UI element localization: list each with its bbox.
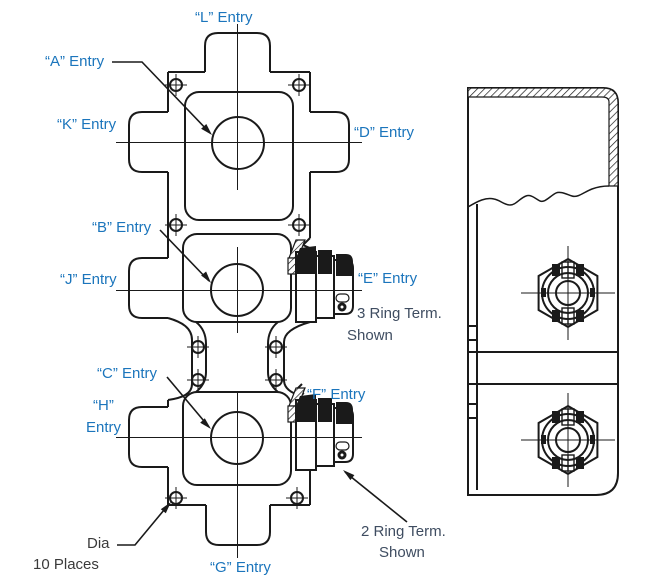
- screw: [265, 336, 287, 358]
- label-g-entry: “G” Entry: [210, 559, 271, 576]
- screw: [288, 214, 310, 236]
- label-f-entry: “F” Entry: [307, 386, 366, 403]
- arrowhead: [201, 271, 211, 283]
- label-b-entry: “B” Entry: [92, 219, 152, 236]
- centerlines: [116, 24, 615, 558]
- waist-inner-right: [267, 321, 279, 393]
- screw: [165, 214, 187, 236]
- arrowhead: [201, 124, 212, 135]
- cable-gland-e: [287, 239, 354, 323]
- label-h-entry-line2: Entry: [86, 419, 122, 436]
- label-k-entry: “K” Entry: [57, 116, 117, 133]
- front-view: [128, 32, 354, 546]
- entry-boss-j: [128, 257, 168, 319]
- label-a-entry: “A” Entry: [45, 53, 105, 70]
- leader-dia: [117, 503, 170, 546]
- label-c-entry: “C” Entry: [97, 365, 157, 382]
- screw: [187, 369, 209, 391]
- note-3-ring-term: 3 Ring Term.: [357, 305, 442, 322]
- cavity-top: [184, 91, 294, 221]
- screw: [288, 74, 310, 96]
- label-d-entry: “D” Entry: [354, 124, 414, 141]
- leader-a: [112, 61, 211, 134]
- screw: [187, 336, 209, 358]
- screw: [286, 487, 308, 509]
- screw: [265, 369, 287, 391]
- screw: [165, 487, 187, 509]
- label-l-entry: “L” Entry: [195, 9, 253, 26]
- divider-band: [468, 351, 618, 385]
- label-h-entry-line1: “H”: [93, 397, 114, 414]
- side-view: [467, 87, 619, 496]
- note-2-ring-term: 2 Ring Term.: [361, 523, 446, 540]
- note-10-places: 10 Places: [33, 556, 99, 573]
- break-wavy-line: [467, 185, 610, 208]
- label-e-entry: “E” Entry: [358, 270, 418, 287]
- cable-gland-f: [287, 387, 354, 471]
- arrowhead: [160, 502, 171, 514]
- arrowhead: [343, 470, 355, 481]
- note-dia: Dia: [87, 535, 110, 552]
- screws: [165, 74, 310, 509]
- leader-c: [166, 376, 210, 428]
- waist-inner-left: [195, 321, 207, 393]
- arrowhead: [200, 418, 211, 429]
- top-hatch-band: [467, 87, 619, 187]
- leader-2ring: [344, 471, 408, 523]
- left-notch: [467, 325, 478, 341]
- note-2-ring-shown: Shown: [379, 544, 425, 561]
- note-3-ring-shown: Shown: [347, 327, 393, 344]
- label-j-entry: “J” Entry: [60, 271, 117, 288]
- screw: [165, 74, 187, 96]
- leader-b: [159, 229, 210, 282]
- left-notch: [467, 403, 478, 419]
- leader-lines: [112, 61, 408, 546]
